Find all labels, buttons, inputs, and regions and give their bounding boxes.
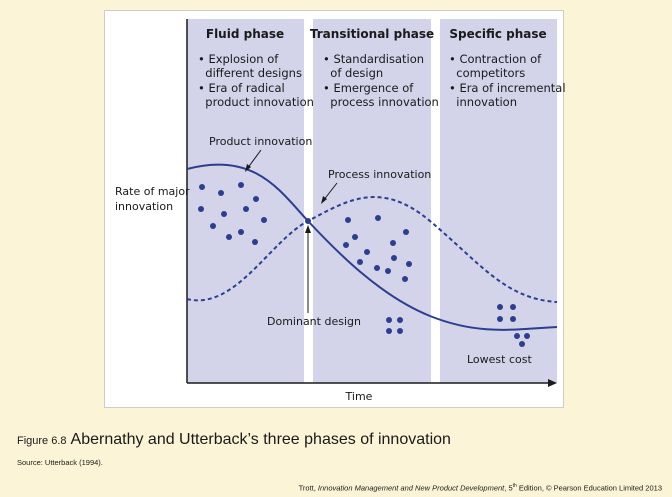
- dot: [386, 317, 392, 323]
- transitional-phase-bullet: • Standardisation: [323, 52, 424, 66]
- transitional-phase-dots: [343, 215, 412, 282]
- transitional-phase-bullet: of design: [323, 66, 383, 80]
- dot: [261, 217, 267, 223]
- dot: [218, 190, 224, 196]
- dot: [221, 211, 227, 217]
- specific-phase-bullet: innovation: [449, 95, 517, 109]
- dot: [385, 268, 391, 274]
- specific-phase-bullet: • Era of incremental: [449, 81, 565, 95]
- dot: [510, 316, 516, 322]
- product-innovation-pointer-head: [245, 164, 251, 172]
- fluid-phase-dots: [198, 182, 267, 245]
- dot: [243, 206, 249, 212]
- dot: [524, 333, 530, 339]
- figure-title: Abernathy and Utterback’s three phases o…: [70, 431, 451, 448]
- dot: [397, 328, 403, 334]
- specific-phase-band: [440, 19, 557, 383]
- footer-credit: Trott, Innovation Management and New Pro…: [299, 483, 662, 493]
- dot: [364, 249, 370, 255]
- transitional-phase-title: Transitional phase: [310, 27, 434, 41]
- specific-phase-bullet: • Contraction of: [449, 52, 542, 66]
- dot: [497, 316, 503, 322]
- transitional-phase-bullet: • Emergence of: [323, 81, 414, 95]
- specific-phase-bullet: competitors: [449, 66, 525, 80]
- y-axis-label: innovation: [115, 200, 173, 213]
- lowest-cost-label: Lowest cost: [467, 353, 532, 366]
- footer-author: Trott,: [298, 483, 318, 493]
- fluid-phase-bullet: product innovation: [198, 95, 314, 109]
- dot: [406, 261, 412, 267]
- fluid-phase-bullet: different designs: [198, 66, 302, 80]
- fluid-phase-bullet: • Explosion of: [198, 52, 279, 66]
- dominant-design-dots: [386, 317, 403, 334]
- dot: [397, 317, 403, 323]
- transitional-phase-band: [313, 19, 431, 383]
- dot: [375, 215, 381, 221]
- dot: [402, 276, 408, 282]
- dot: [238, 182, 244, 188]
- dot: [198, 206, 204, 212]
- dot: [343, 242, 349, 248]
- dot: [374, 265, 380, 271]
- fluid-phase-bullet: • Era of radical: [198, 81, 285, 95]
- dot: [497, 304, 503, 310]
- transitional-phase-bullet: process innovation: [323, 95, 439, 109]
- process-innovation-pointer-head: [321, 196, 327, 204]
- dot: [386, 328, 392, 334]
- y-axis-label: Rate of major: [115, 185, 190, 198]
- product-innovation-label: Product innovation: [209, 135, 312, 148]
- dot: [510, 304, 516, 310]
- dot: [391, 255, 397, 261]
- dot: [519, 341, 525, 347]
- specific-phase-title: Specific phase: [449, 27, 546, 41]
- dot: [352, 234, 358, 240]
- fluid-phase-band: [187, 19, 304, 383]
- dot: [252, 239, 258, 245]
- x-axis-arrowhead: [548, 379, 557, 387]
- dot: [238, 229, 244, 235]
- footer-book-title: Innovation Management and New Product De…: [317, 483, 505, 493]
- dominant-design-pointer-head: [305, 225, 311, 233]
- dot: [199, 184, 205, 190]
- dot: [210, 223, 216, 229]
- dot: [357, 259, 363, 265]
- footer-publisher: Edition, © Pearson Education Limited 201…: [516, 483, 662, 493]
- dot: [403, 229, 409, 235]
- dot: [514, 333, 520, 339]
- dot: [390, 240, 396, 246]
- dot: [345, 217, 351, 223]
- process-innovation-curve: [186, 196, 558, 303]
- figure-source: Source: Utterback (1994).: [17, 458, 103, 467]
- figure-number: Figure 6.8: [17, 435, 67, 447]
- footer-edition-suffix: th: [512, 483, 517, 489]
- curve-intersection-point: [305, 218, 311, 224]
- specific-phase-dots: [497, 304, 530, 347]
- innovation-phases-diagram: Fluid phase Transitional phase Specific …: [115, 19, 565, 403]
- dominant-design-label: Dominant design: [267, 315, 361, 328]
- figure-panel: Fluid phase Transitional phase Specific …: [104, 10, 565, 408]
- footer-edition: , 5: [504, 483, 513, 493]
- fluid-phase-title: Fluid phase: [206, 27, 284, 41]
- process-innovation-label: Process innovation: [328, 168, 431, 181]
- x-axis-label: Time: [345, 390, 373, 403]
- dot: [253, 196, 259, 202]
- product-innovation-curve: [186, 163, 558, 331]
- dot: [226, 234, 232, 240]
